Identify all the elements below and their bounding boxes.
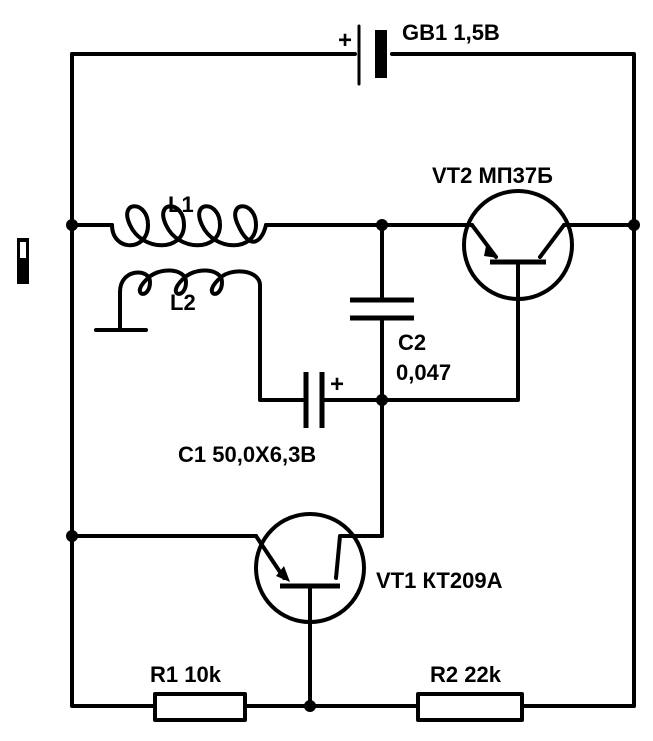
battery-plus-sign: +: [338, 27, 352, 54]
c1-label: C1 50,0X6,3В: [178, 442, 316, 467]
r1-label: R1 10k: [150, 662, 222, 687]
battery-label: GB1 1,5В: [402, 20, 500, 45]
battery-gb1: + GB1 1,5В: [338, 20, 500, 86]
resistor-r2: R2 22k: [416, 662, 524, 722]
capacitor-c1: + C1 50,0X6,3В: [178, 371, 384, 467]
junction-dots: [66, 219, 640, 712]
capacitor-c2: C2 0,047: [350, 223, 451, 538]
inductor-l2: L2: [94, 268, 308, 402]
resistor-r1: R1 10k: [150, 662, 247, 722]
c2-value-label: 0,047: [396, 360, 451, 385]
c2-name-label: C2: [398, 330, 426, 355]
side-mark: [17, 238, 29, 284]
l2-label: L2: [170, 290, 196, 315]
vt2-label: VT2 МП37Б: [432, 163, 553, 188]
transistor-vt2: VT2 МП37Б: [380, 163, 636, 402]
frame-wires: [70, 52, 636, 708]
r2-label: R2 22k: [430, 662, 502, 687]
vt1-label: VT1 КТ209А: [376, 568, 503, 593]
transistor-vt1: VT1 КТ209А: [70, 512, 503, 708]
c1-plus-sign: +: [330, 371, 344, 398]
inductor-l1: L1: [70, 192, 384, 248]
l1-label: L1: [168, 192, 194, 217]
